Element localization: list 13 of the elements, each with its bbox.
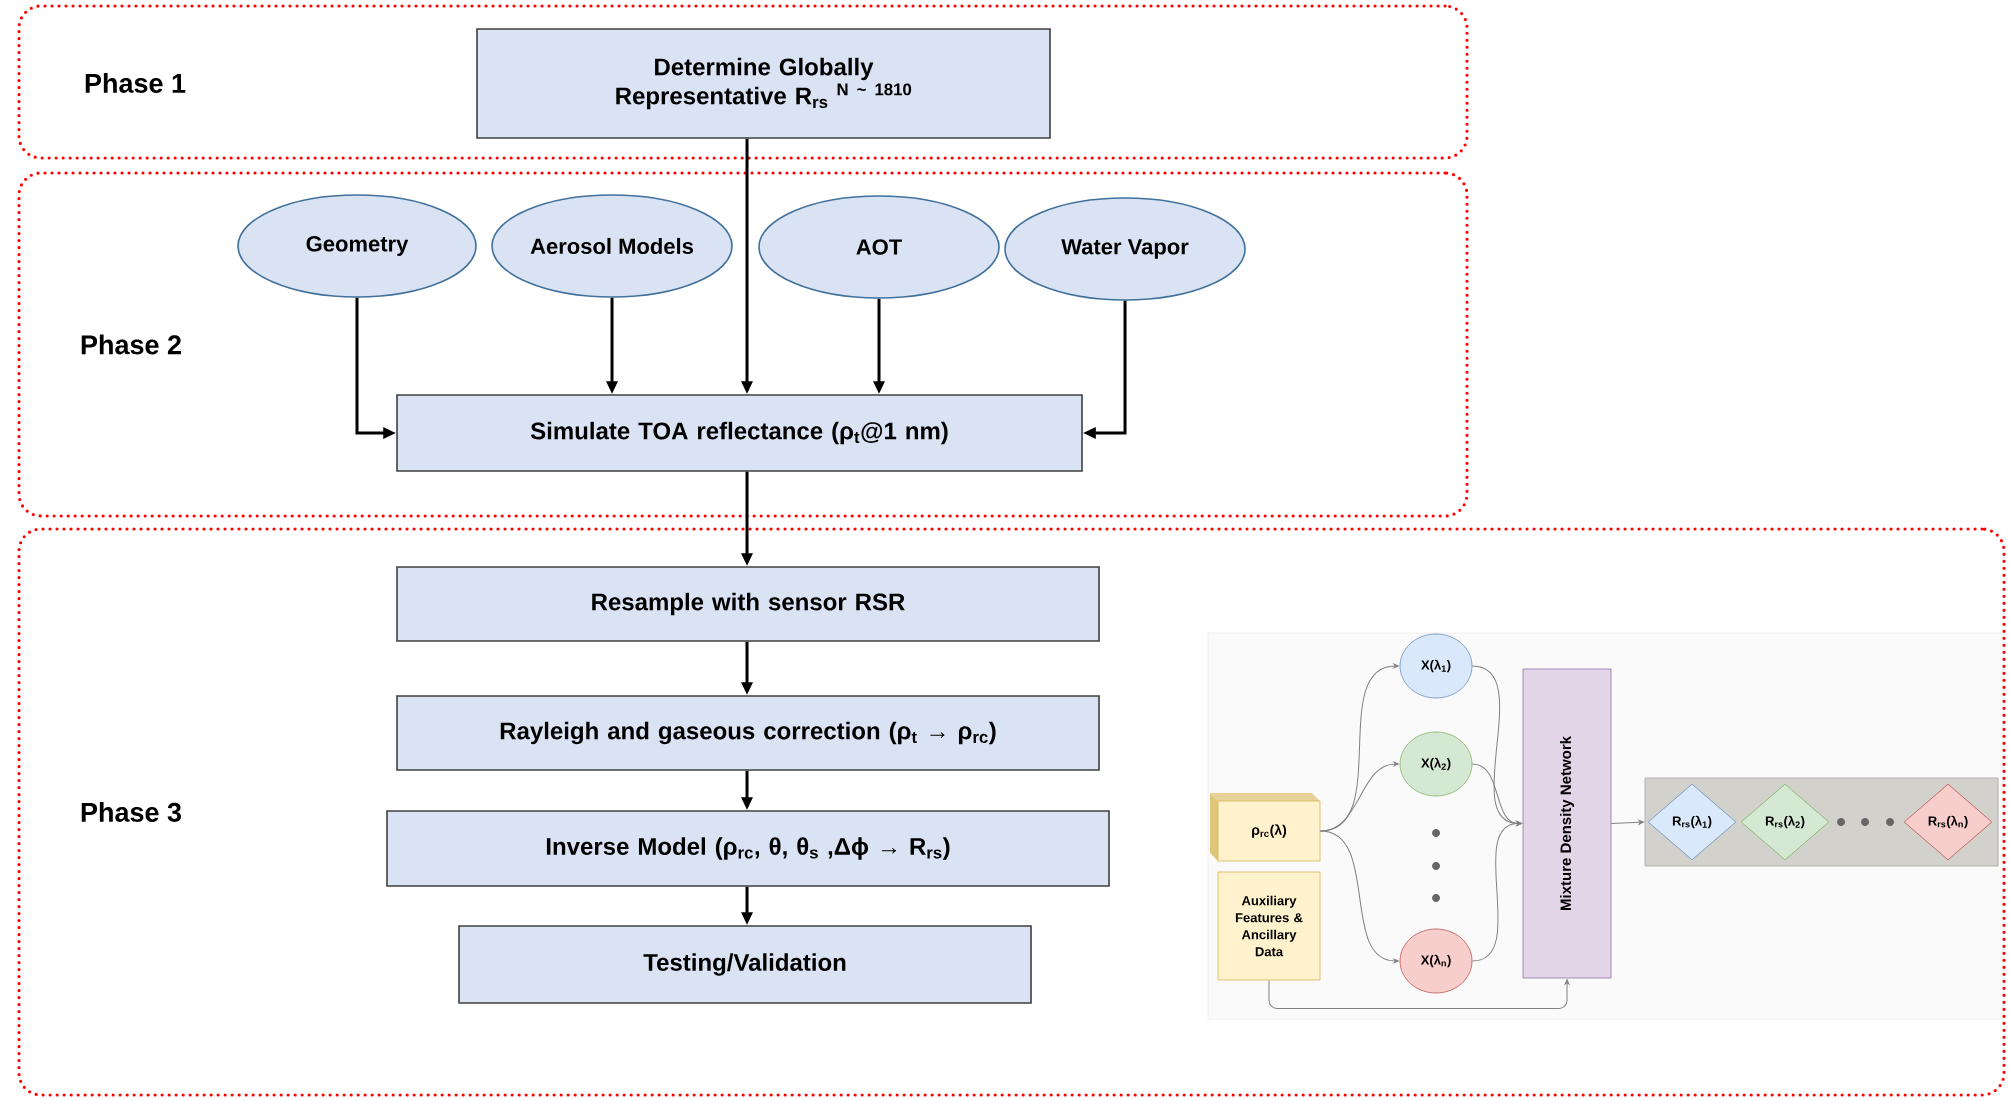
arrow [1610, 819, 1644, 825]
input-block: ρ$_{rc}$(λ) [1210, 793, 1321, 862]
network-block: Mixture Density Network [1522, 668, 1612, 979]
arrow [1319, 830, 1399, 964]
process-box: Simulate TOA reflectance (ρ$_{t}$@1 nm) [396, 394, 1083, 472]
arrow [1471, 821, 1522, 962]
process-box: Resample with sensor RSR [396, 566, 1100, 642]
process-box: Rayleigh and gaseous correction (ρ$_{t}$ → ρ$_{rc}$) [396, 695, 1100, 771]
input-block: Auxiliary Features & Ancillary Data [1217, 871, 1321, 981]
process-box: Testing/Validation [458, 925, 1032, 1004]
arrow [1268, 979, 1570, 1009]
process-box: Inverse Model (ρ$_{rc}$, θ, θ$_{s}$ ,Δϕ → R$_{rs}$) [386, 810, 1110, 887]
process-box: Determine Globally Representative R$_{rs}$ N ~ 1810 [476, 28, 1051, 139]
